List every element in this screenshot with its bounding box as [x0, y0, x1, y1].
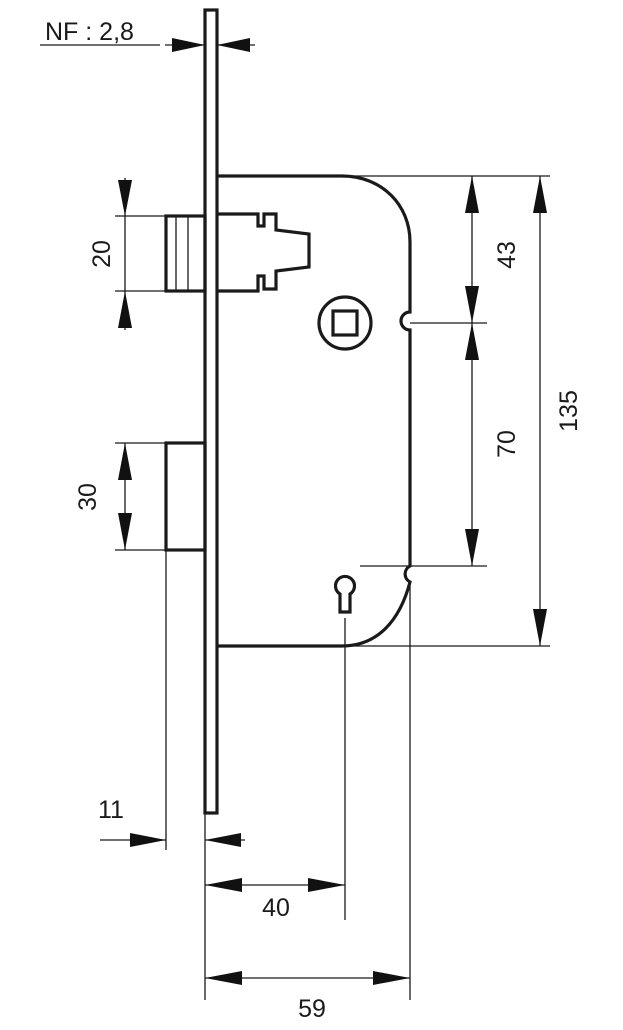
label-top-to-handle: 43: [493, 241, 521, 269]
dim-latch-height: [115, 178, 166, 330]
dim-case-depth: [205, 971, 410, 985]
label-case-height: 135: [555, 390, 583, 432]
faceplate: [203, 8, 219, 815]
dim-case-height: [533, 176, 547, 646]
keyhole: [333, 574, 357, 614]
dead-bolt: [164, 441, 207, 552]
dim-handle-to-key: [465, 323, 479, 566]
label-handle-to-key: 70: [493, 430, 521, 458]
dim-backset: [205, 878, 345, 892]
dim-faceplate-offset: [100, 833, 245, 847]
label-backset: 40: [262, 894, 290, 922]
dim-faceplate-thickness: [40, 38, 255, 52]
label-latch-height: 20: [88, 240, 116, 268]
label-faceplate-thickness: NF : 2,8: [45, 18, 134, 46]
lock-case: [217, 174, 412, 648]
label-case-depth: 59: [298, 995, 326, 1023]
label-bolt-height: 30: [74, 483, 102, 511]
latch-bolt: [164, 212, 311, 293]
dim-bolt-height: [115, 442, 166, 551]
label-faceplate-offset: 11: [98, 796, 124, 824]
dim-top-to-handle: [465, 176, 479, 323]
spindle-hub: [317, 295, 373, 351]
